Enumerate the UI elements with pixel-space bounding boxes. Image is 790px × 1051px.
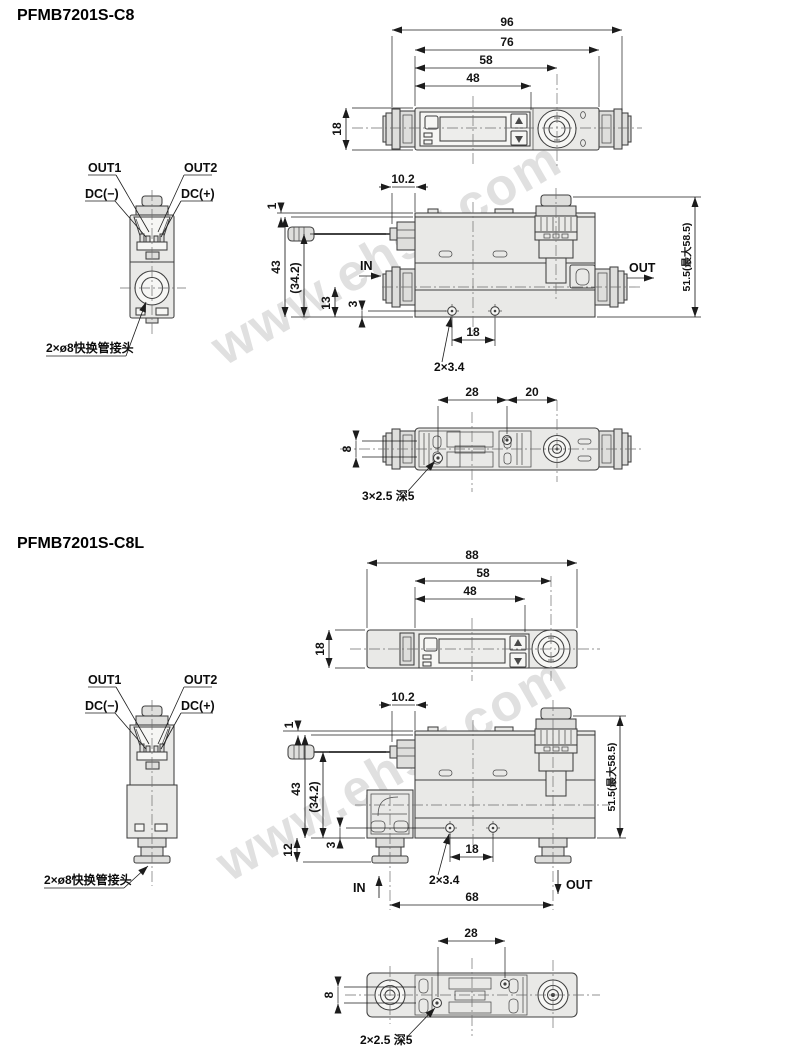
dim-plug: 10.2 bbox=[391, 690, 415, 704]
dim-p1: 28 bbox=[464, 926, 478, 940]
c8l-top-view: 88 58 48 18 bbox=[313, 548, 600, 681]
dim-hole-pitch: 18 bbox=[465, 842, 479, 856]
hole-note: 2×3.4 bbox=[429, 873, 460, 887]
dim-body-h: 43 bbox=[289, 782, 303, 796]
dim-connector-offset: 58 bbox=[479, 53, 493, 67]
dim-h: 8 bbox=[340, 445, 354, 452]
c8l-bottom-view: 28 8 2×2.5 深5 bbox=[322, 926, 600, 1047]
display-module bbox=[418, 633, 530, 669]
pin-label-out1: OUT1 bbox=[88, 161, 121, 175]
pin-label-dc-minus: DC(−) bbox=[85, 187, 119, 201]
dim-body-height: 18 bbox=[330, 122, 344, 136]
pin-label-out2: OUT2 bbox=[184, 161, 217, 175]
thread-hole bbox=[431, 997, 443, 1009]
thread-hole bbox=[499, 978, 511, 990]
fitting-note: 2×ø8快换管接头 bbox=[46, 340, 134, 355]
flow-out-label: OUT bbox=[566, 878, 593, 892]
display-module bbox=[419, 111, 531, 147]
c8-bottom-view: 28 20 8 3×2.5 深5 bbox=[340, 385, 643, 503]
thread-note: 2×2.5 深5 bbox=[360, 1032, 413, 1047]
dim-total-length: 88 bbox=[465, 548, 479, 562]
dim-display-width: 48 bbox=[463, 584, 477, 598]
dim-overall-height: 51.5(最大58.5) bbox=[680, 223, 693, 292]
c8l-front-view: OUT1 OUT2 DC(−) DC(+) 2×ø8快换管接头 bbox=[44, 673, 217, 889]
pin-label-dc-minus: DC(−) bbox=[85, 699, 119, 713]
flow-in-label: IN bbox=[360, 259, 373, 273]
dim-total-length: 96 bbox=[500, 15, 514, 29]
dim-body-height: 18 bbox=[313, 642, 327, 656]
dim-plug: 10.2 bbox=[391, 172, 415, 186]
dim-body-length: 76 bbox=[500, 35, 514, 49]
dim-port-h: 13 bbox=[319, 296, 333, 310]
flow-out-label: OUT bbox=[629, 261, 656, 275]
one-touch-fitting bbox=[598, 108, 632, 150]
c8-top-view: 96 76 58 48 18 bbox=[330, 15, 642, 167]
dim-p1: 28 bbox=[465, 385, 479, 399]
model-title: PFMB7201S-C8 bbox=[17, 7, 134, 24]
c8-side-view: IN OUT 10.2 1 43 (34.2) 13 bbox=[265, 172, 701, 374]
dim-lid: 1 bbox=[282, 721, 296, 728]
dim-p2: 20 bbox=[525, 385, 539, 399]
fitting-note: 2×ø8快换管接头 bbox=[44, 872, 132, 887]
dim-hole-pitch: 18 bbox=[466, 325, 480, 339]
dim-foot-h: 12 bbox=[281, 843, 295, 857]
dim-port-pitch: 68 bbox=[465, 890, 479, 904]
flow-in-label: IN bbox=[353, 881, 366, 895]
model-title: PFMB7201S-C8L bbox=[17, 535, 144, 552]
dim-h: 8 bbox=[322, 991, 336, 998]
dim-body-h: 43 bbox=[269, 260, 283, 274]
dim-axis: (34.2) bbox=[307, 781, 321, 812]
pin-label-dc-plus: DC(+) bbox=[181, 187, 215, 201]
hole-note: 2×3.4 bbox=[434, 360, 465, 374]
one-touch-fitting bbox=[382, 108, 416, 150]
dim-overall-height: 51.5(最大58.5) bbox=[605, 743, 618, 812]
pin-label-out1: OUT1 bbox=[88, 673, 121, 687]
dim-axis: (34.2) bbox=[288, 262, 302, 293]
dim-display-width: 48 bbox=[466, 71, 480, 85]
c8l-side-view: IN OUT 10.2 1 43 (34.2) 12 bbox=[281, 690, 626, 910]
pin-label-out2: OUT2 bbox=[184, 673, 217, 687]
drawing-c8: PFMB7201S-C8 96 76 58 48 bbox=[17, 7, 701, 503]
dim-lid: 1 bbox=[265, 202, 279, 209]
dim-hole-h: 3 bbox=[324, 841, 338, 848]
c8-front-view: OUT1 OUT2 DC(−) DC(+) 2×ø8快换管接头 bbox=[46, 161, 217, 357]
thread-note: 3×2.5 深5 bbox=[362, 488, 415, 503]
drawing-c8l: PFMB7201S-C8L 88 58 48 18 bbox=[17, 535, 626, 1047]
dim-hole-h: 3 bbox=[346, 300, 360, 307]
pin-label-dc-plus: DC(+) bbox=[181, 699, 215, 713]
dim-connector-offset: 58 bbox=[476, 566, 490, 580]
